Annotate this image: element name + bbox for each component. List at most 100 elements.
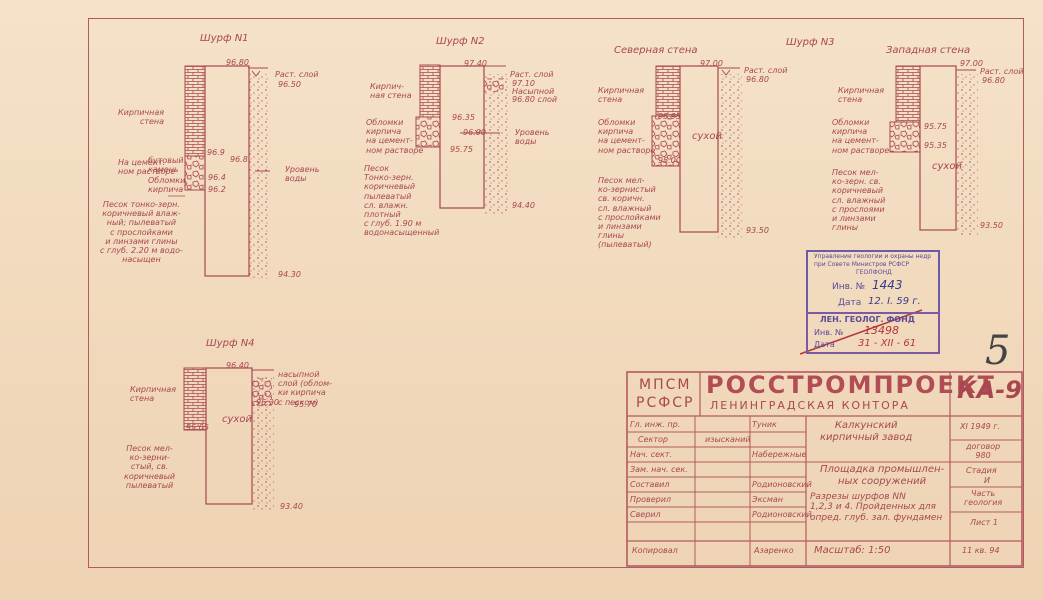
pit-2-level-b: 96.00 — [463, 128, 486, 137]
pit-3-west-soil-level: 96.80 — [982, 76, 1005, 85]
pit-2-level-c: 95.75 — [450, 145, 473, 154]
pit-3-north-level-a: 95.95 — [658, 112, 681, 121]
tb-compiled-label: Составил — [630, 480, 670, 489]
pit-3-west-top: 97.00 — [960, 59, 983, 68]
stamp-strike — [799, 309, 923, 355]
tb-org-name: РОССТРОМПРОЕКТ — [706, 371, 996, 399]
tb-checked-label: Проверил — [630, 495, 672, 504]
pit-1-water-label: Уровень воды — [285, 165, 320, 184]
tb-head-name: Набережные — [752, 450, 807, 459]
pit-3-title: Шурф N3 — [786, 37, 835, 48]
stamp-date-label: Дата — [838, 298, 862, 308]
stamp-len-date-label: Дата — [814, 340, 835, 349]
pit-1-level-a: 96.9 — [207, 148, 225, 157]
tb-stage-label: Стадия — [966, 466, 997, 475]
pit-1-soil-level: 96.50 — [278, 80, 301, 89]
tb-checked-name: Эксман — [752, 495, 783, 504]
pit-1-rubble-label: бутовый камень — [148, 156, 184, 175]
pit-3-west-section — [889, 65, 978, 236]
stamp-len-inv-label: Инв. № — [814, 328, 844, 337]
pit-1-section — [168, 65, 270, 279]
pit-4-sand-label: Песок мел- ко-зерни- стый, св. коричневы… — [124, 444, 176, 490]
tb-copied-name: Азаренко — [754, 546, 794, 555]
tb-sector-value: изысканий — [705, 435, 751, 444]
pit-3-north-label: Северная стена — [614, 45, 698, 56]
tb-chief-name: Туник — [752, 420, 777, 429]
tb-copied-label: Копировал — [632, 546, 678, 555]
geology-inventory-stamp: Управление геологии и охраны недр при Со… — [806, 250, 940, 314]
tb-org-branch: ЛЕНИНГРАДСКАЯ КОНТОРА — [710, 399, 910, 412]
pit-4-dry: сухой — [222, 412, 252, 427]
pit-1-mortar-label: На цемент. ном растворе — [118, 158, 176, 177]
pit-3-west-soil: Раст. слой — [980, 67, 1024, 76]
tb-part-label: Часть геология — [964, 489, 1003, 508]
stamp-len-date-value: 31 - XII - 61 — [858, 338, 917, 349]
pit-1-title: Шурф N1 — [200, 33, 249, 44]
pit-3-north-soil: Раст. слой — [744, 66, 788, 75]
pit-4-title: Шурф N4 — [206, 338, 255, 349]
pit-2-water-label: Уровень воды — [515, 128, 550, 147]
pit-1-bottom-level: 94.30 — [278, 270, 301, 279]
pit-4-level-a: 96.30 — [256, 398, 279, 407]
tb-date: XI 1949 г. — [960, 422, 1001, 431]
tb-archive: 11 кв. 94 — [962, 546, 1000, 555]
pit-2-bottom-level: 94.40 — [512, 201, 535, 210]
title-block-grid — [626, 371, 1023, 567]
pit-4-bottom-level: 93.40 — [280, 502, 303, 511]
pit-3-west-brick-label: Кирпичная стена — [838, 86, 885, 105]
pit-3-west-stones-label: Обломки кирпича на цемент- ном растворе — [832, 118, 890, 155]
pit-1-stones-label: Обломки кирпича — [148, 176, 186, 195]
stamp-len-title: ЛЕН. ГЕОЛОГ. ФОНД — [820, 315, 915, 324]
pit-3-north-bottom: 93.50 — [746, 226, 769, 235]
tb-deputy-label: Зам. нач. сек. — [630, 465, 688, 474]
pit-1-level-b: 96.8 — [230, 155, 248, 164]
pit-2-top-level: 97.40 — [464, 59, 487, 68]
pit-4-section — [183, 367, 274, 510]
stamp-len-inv-value: 13498 — [864, 324, 899, 337]
tb-scale: Масштаб: 1:50 — [814, 545, 891, 556]
drawing-frame — [88, 18, 1024, 568]
tb-verified-name: Родионовский — [752, 510, 812, 519]
tb-org-short: МПСМ РСФСР — [636, 377, 695, 411]
pit-2-level-a: 96.35 — [452, 113, 475, 122]
pit-3-north-section — [651, 65, 742, 238]
pit-2-soil-label: Раст. слой — [510, 70, 554, 79]
pit-3-west-level-a: 95.75 — [924, 122, 947, 131]
pit-1-level-c: 96.4 — [208, 173, 226, 182]
pit-3-west-label: Западная стена — [886, 45, 971, 56]
pit-3-north-dry: сухой — [692, 130, 722, 144]
pit-1-sand-label: Песок тонко-зерн. коричневый влаж- ный; … — [100, 200, 183, 265]
pit-2-section — [415, 64, 508, 214]
pit-3-north-top: 97.00 — [700, 59, 723, 68]
pit-1-brick-label: Кирпичная стена — [118, 108, 165, 127]
tb-site-name: Площадка промышлен- ных сооружений — [820, 464, 945, 487]
pit-4-brick-label: Кирпичная стена — [130, 385, 177, 404]
stamp-date-value: 12. I. 59 г. — [868, 296, 921, 307]
stamp-inv-line1: Управление геологии и охраны недр — [814, 253, 932, 260]
pit-1-top-level: 96.80 — [226, 58, 249, 67]
pit-3-north-sand-label: Песок мел- ко-зернистый св. коричн. сл. … — [598, 176, 661, 250]
tb-verified-label: Сверил — [630, 510, 661, 519]
stamp-inv-label: Инв. № — [832, 282, 866, 292]
pit-3-north-level-b: 95.00 — [658, 156, 681, 165]
pit-4-fill-label: насыпной слой (облом- ки кирпича с песко… — [278, 370, 333, 407]
tb-compiled-name: Родионовский — [752, 480, 812, 489]
stamp-inv-line2: при Совете Министров РСФСР — [814, 261, 910, 268]
pit-2-soil-level: 97.10 — [512, 79, 535, 88]
pit-3-west-level-b: 95.35 — [924, 141, 947, 150]
pit-2-fill-label: Насыпной — [512, 87, 555, 96]
pit-4-top-level: 96.40 — [226, 361, 249, 370]
pit-2-stones-label: Обломки кирпича на цемент- ном растворе — [366, 118, 424, 155]
pit-2-sand-label: Песок Тонко-зерн. коричневый пылеватый с… — [364, 164, 440, 238]
tb-code: КА-9 — [957, 376, 1022, 404]
pit-3-west-bottom: 93.50 — [980, 221, 1003, 230]
tb-stage-value: И — [984, 476, 990, 485]
pit-2-fill-level: 96.80 слой — [512, 95, 558, 104]
pit-1-level-d: 96.2 — [208, 185, 226, 194]
pit-3-west-sand-label: Песок мел- ко-зерн. св. коричневый сл. в… — [832, 168, 886, 233]
tb-sheet-label: Лист 1 — [970, 518, 998, 527]
pit-3-west-dry: сухой — [932, 160, 962, 174]
tb-sheet-desc: Разрезы шурфов NN 1,2,3 и 4. Пройденных … — [810, 492, 943, 523]
